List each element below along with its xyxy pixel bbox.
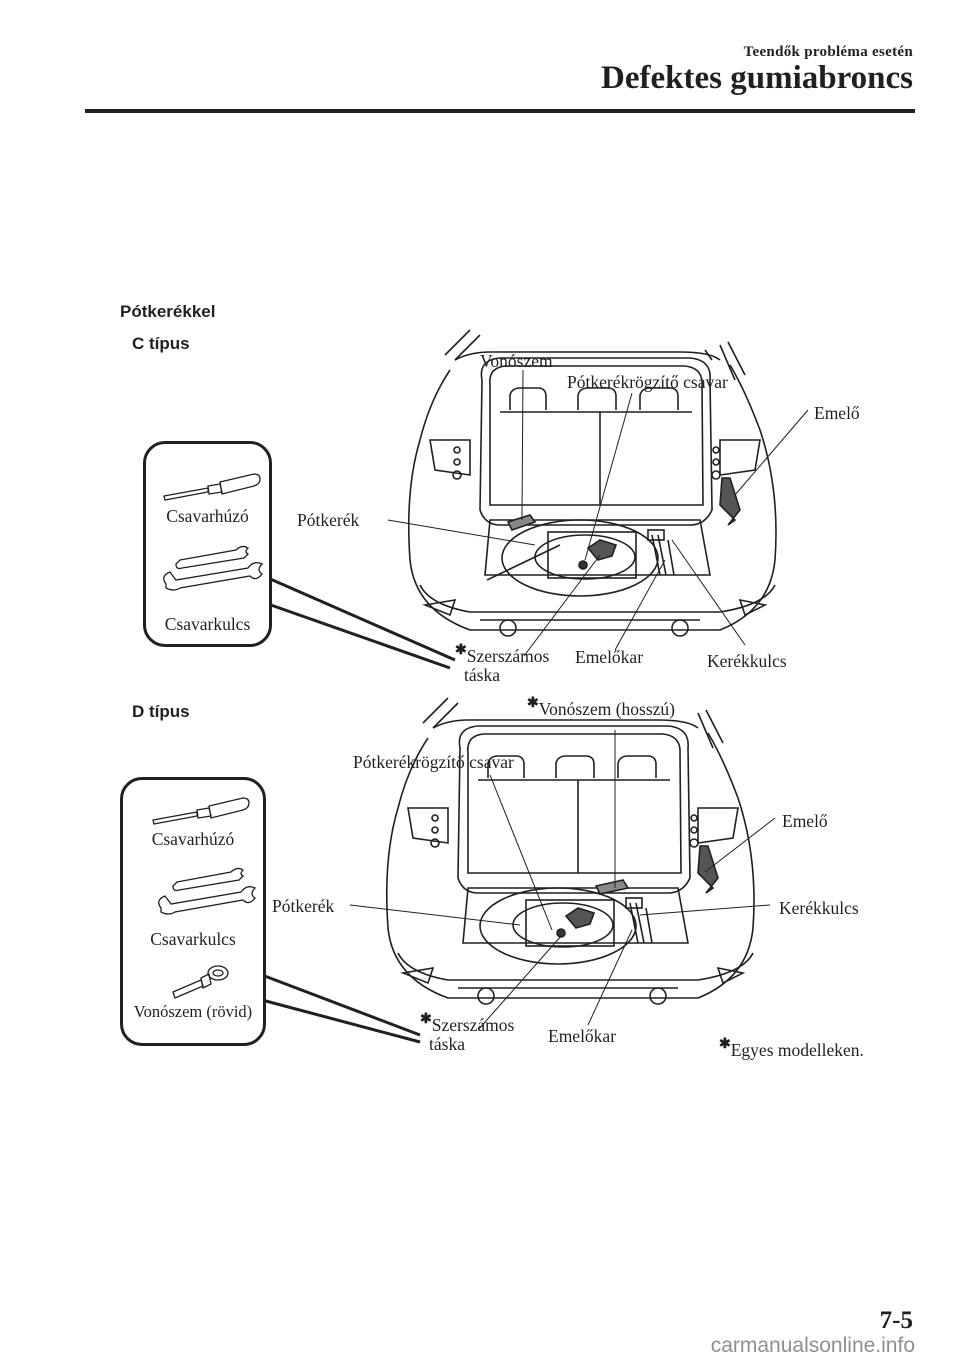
type-d-tool-tow-hook-short: Vonószem (rövid) xyxy=(133,1002,253,1021)
section-subtitle: Teendők probléma esetén xyxy=(743,44,913,60)
section-heading: Pótkerékkel xyxy=(120,302,216,321)
type-d-tool-wrench: Csavarkulcs xyxy=(150,929,236,949)
type-c-toolbox: Csavarhúzó Csavarkulcs xyxy=(143,441,272,647)
type-c-callout-lug-wrench: Kerékkulcs xyxy=(707,651,787,671)
type-d-callout-tow-hook-long: ✱Vonószem (hosszú) xyxy=(527,696,675,719)
type-c-callout-tool-bag: ✱Szerszámos táska xyxy=(455,643,550,685)
wrench-icon xyxy=(163,545,264,591)
type-d-toolbox: Csavarhúzó Csavarkulcs Vonószem (rövid) xyxy=(120,777,266,1046)
type-c-callout-jack: Emelő xyxy=(814,403,860,423)
type-d-callout-spare-tire: Pótkerék xyxy=(272,896,335,916)
type-d-toolbox-pointer xyxy=(261,973,421,1044)
type-c-callout-tow-hook: Vonószem xyxy=(480,351,553,371)
type-c-callout-jack-handle: Emelőkar xyxy=(575,647,644,667)
type-d-label: D típus xyxy=(132,702,190,721)
type-c-callout-spare-bolt: Pótkerékrögzítő csavar xyxy=(567,372,728,392)
type-c-callout-spare-tire: Pótkerék xyxy=(297,510,360,530)
footnote-marker: ✱ xyxy=(719,1037,731,1052)
type-c-tool-screwdriver: Csavarhúzó xyxy=(166,506,249,526)
watermark: carmanualsonline.info xyxy=(710,1334,915,1357)
wrench-icon xyxy=(158,867,257,915)
footnote-marker: ✱ xyxy=(420,1012,432,1027)
type-d-tool-screwdriver: Csavarhúzó xyxy=(151,829,235,849)
type-d-callout-lug-wrench: Kerékkulcs xyxy=(779,898,859,918)
type-d-callout-spare-bolt: Pótkerékrögzítő csavar xyxy=(353,752,514,772)
screwdriver-icon xyxy=(163,473,261,501)
page-number: 7-5 xyxy=(879,1307,913,1334)
type-d-callout-lines xyxy=(349,730,776,1031)
footnote-marker: ✱ xyxy=(455,643,467,658)
footnote-marker: ✱ xyxy=(527,696,539,711)
type-d-callout-jack-handle: Emelőkar xyxy=(548,1026,617,1046)
tow-hook-icon xyxy=(172,965,229,999)
screwdriver-icon xyxy=(152,797,250,825)
page-title: Defektes gumiabroncs xyxy=(601,60,913,96)
header-divider xyxy=(85,109,915,113)
footnote: ✱Egyes modelleken. xyxy=(719,1037,864,1060)
type-c-callout-lines xyxy=(387,369,809,657)
type-d-callout-tool-bag: ✱Szerszámos táska xyxy=(420,1012,515,1054)
type-d-car-body xyxy=(385,697,755,1005)
type-c-label: C típus xyxy=(132,334,190,353)
type-d-callout-jack: Emelő xyxy=(782,811,828,831)
type-c-toolbox-pointer xyxy=(267,576,456,670)
type-c-tool-wrench: Csavarkulcs xyxy=(164,614,251,634)
